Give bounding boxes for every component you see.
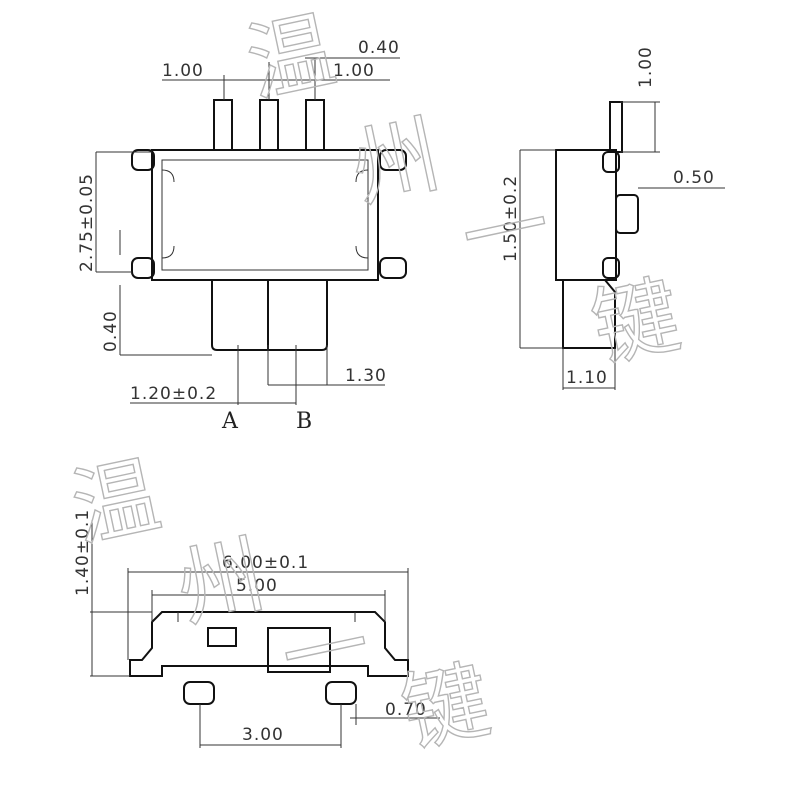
side-dim-lines <box>519 101 725 390</box>
dim-front-total-width: 6.00±0.1 <box>222 553 309 573</box>
dim-side-width: 1.10 <box>566 368 608 388</box>
watermark: 温 州 一 键 温 州 一 键 <box>63 0 689 766</box>
side-knob <box>615 194 639 234</box>
top-pin-left <box>213 99 233 151</box>
top-view: 1.00 0.40 1.00 2.75±0.05 0.40 1.20±0.2 1… <box>77 38 407 434</box>
dim-side-knob: 0.50 <box>673 168 715 188</box>
tab-top-right <box>379 149 407 171</box>
side-body <box>555 149 617 281</box>
watermark-b-3: 一 <box>274 595 379 711</box>
top-dim-lines <box>95 57 400 405</box>
tab-top-left <box>131 149 155 171</box>
dim-front-pin-spacing: 3.00 <box>242 725 284 745</box>
dim-front-height: 1.40±0.1 <box>73 509 93 596</box>
dim-front-pin-size: 0.70 <box>385 700 427 720</box>
dim-pos-a: 1.20±0.2 <box>130 384 217 404</box>
dim-travel: 1.30 <box>345 366 387 386</box>
dim-front-body-width: 5.00 <box>236 576 278 596</box>
front-slider <box>267 627 331 673</box>
slider-right <box>267 280 328 351</box>
dim-pitch-right: 1.00 <box>333 61 375 81</box>
tab-curves <box>161 169 369 259</box>
watermark-a-3: 一 <box>454 175 559 291</box>
watermark-b-1: 温 <box>64 445 169 561</box>
side-tab-top <box>602 151 620 173</box>
front-body <box>129 611 409 677</box>
side-view: 1.00 1.50±0.2 0.50 1.10 <box>501 46 725 390</box>
top-body <box>151 149 379 281</box>
side-tab-bottom <box>602 257 620 279</box>
top-pin-right <box>305 99 325 151</box>
watermark-a-2: 州 <box>344 105 449 221</box>
dim-side-height: 1.50±0.2 <box>501 175 521 262</box>
watermark-b-4: 键 <box>394 650 499 766</box>
label-position-b: B <box>296 409 312 434</box>
front-window <box>207 627 237 647</box>
slider-left <box>211 280 269 351</box>
front-dim-lines <box>90 520 440 748</box>
top-body-inner <box>161 159 369 271</box>
tab-bottom-left <box>131 257 155 279</box>
front-view: 1.40±0.1 6.00±0.1 5.00 3.00 0.70 <box>73 509 440 748</box>
watermark-a-4: 键 <box>584 265 689 381</box>
watermark-a-1: 温 <box>239 0 344 116</box>
dim-height-top: 2.75±0.05 <box>77 173 97 272</box>
side-pin <box>609 101 623 153</box>
watermark-b-2: 州 <box>169 525 274 641</box>
label-position-a: A <box>221 409 239 434</box>
dim-pin-width: 0.40 <box>358 38 400 58</box>
dim-pitch-left: 1.00 <box>162 61 204 81</box>
dim-tab: 0.40 <box>101 310 121 352</box>
front-pin-left <box>183 681 215 705</box>
tab-bottom-right <box>379 257 407 279</box>
dim-side-pin: 1.00 <box>636 46 656 88</box>
